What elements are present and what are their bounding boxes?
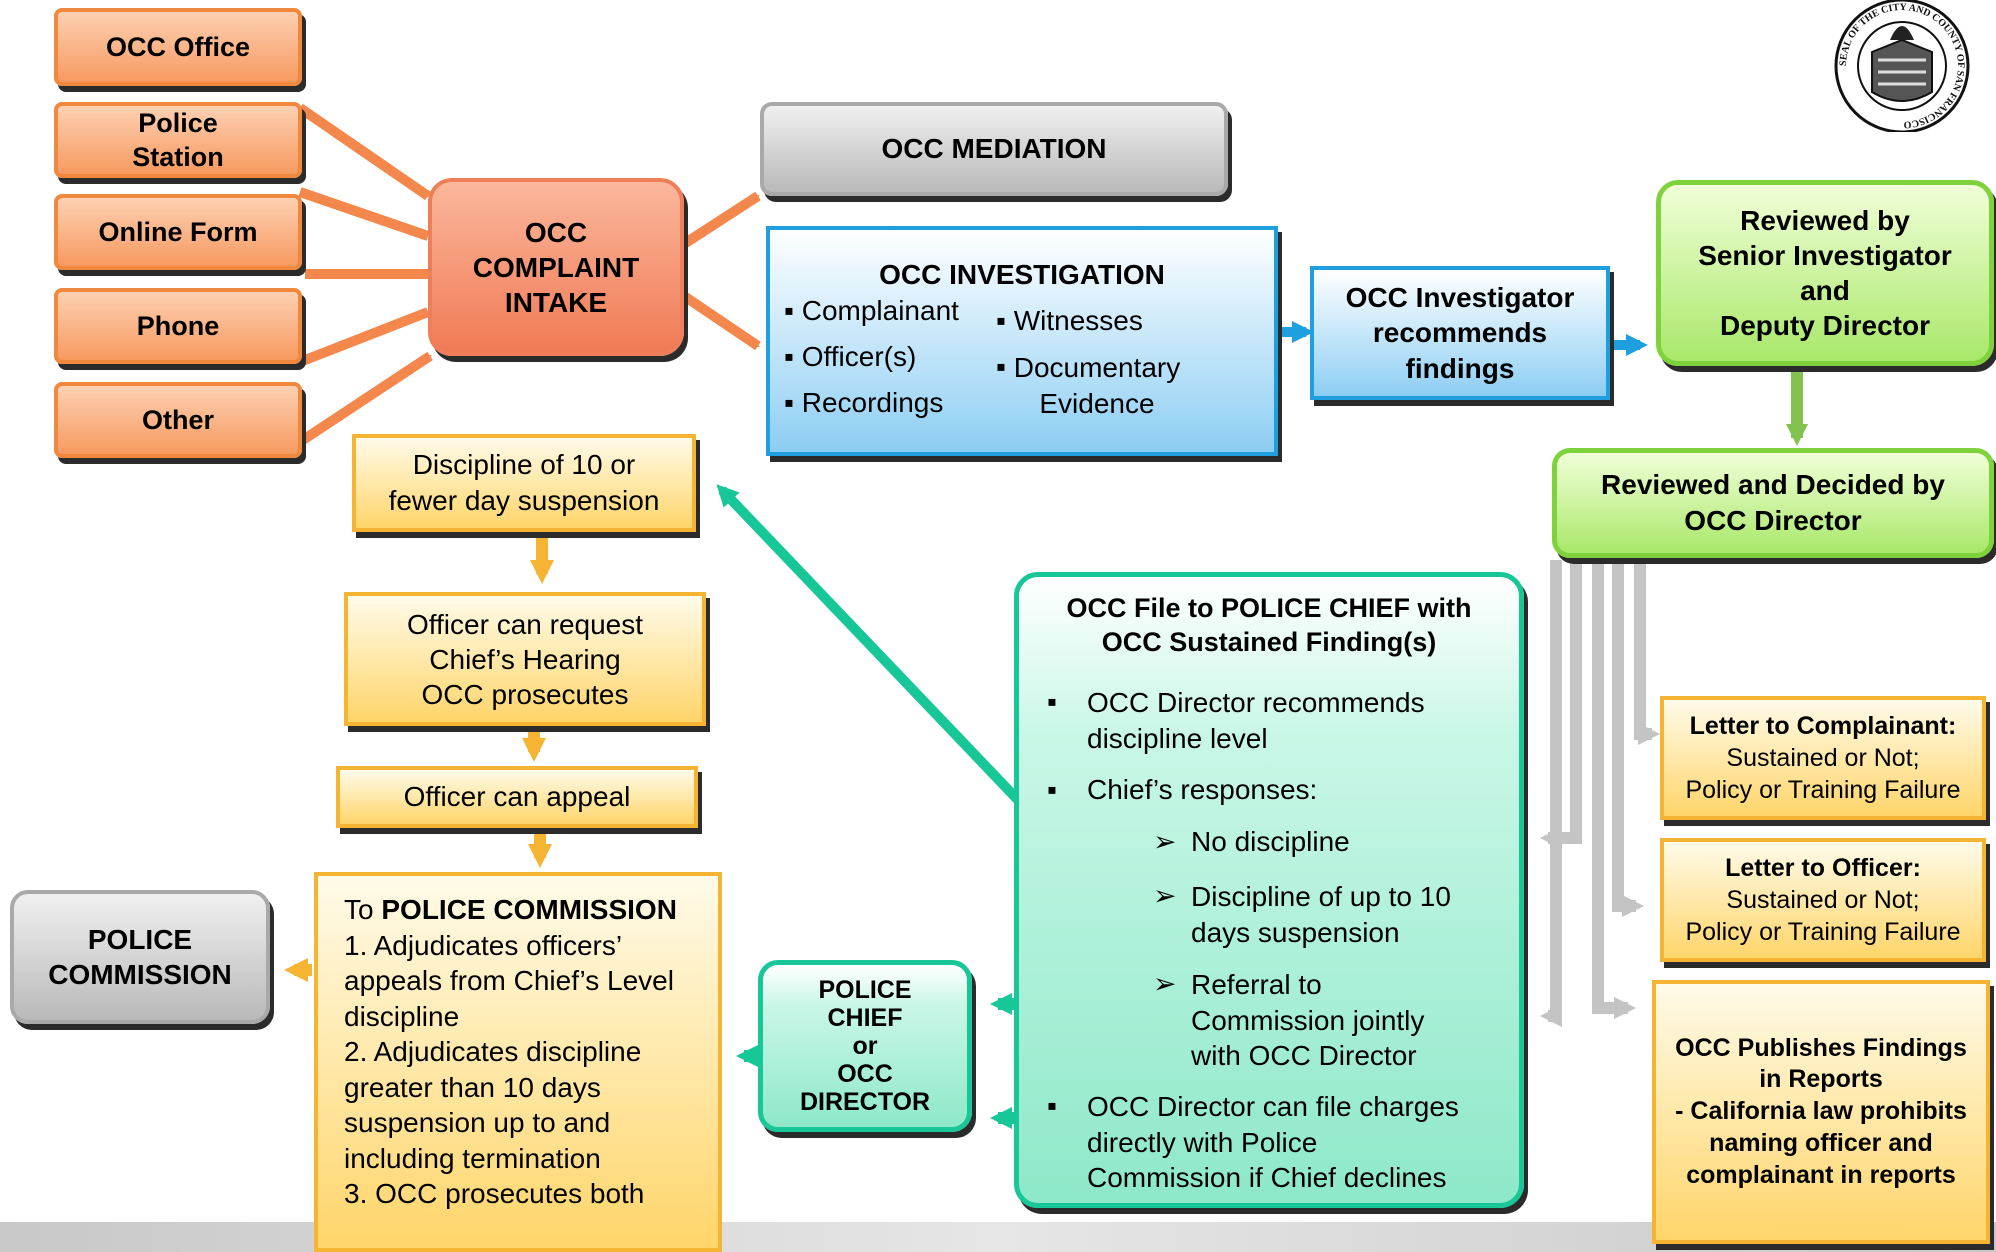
occ-investigation: OCC INVESTIGATION ▪ Complainant ▪ Office… — [766, 226, 1278, 456]
investigator-recommends: OCC Investigator recommends findings — [1310, 266, 1610, 400]
complaint-intake-label: OCC COMPLAINT INTAKE — [472, 216, 640, 318]
arrow-director-to-chief-file-lower — [1540, 560, 1562, 1027]
chief-file-sub-referral: ➢Referral to Commission jointly with OCC… — [1153, 968, 1425, 1072]
publishes-findings-label: OCC Publishes Findings in Reports - Cali… — [1675, 1033, 1967, 1189]
arrow-online-form-to-intake — [298, 187, 430, 241]
chief-file-bullet-responses: ▪Chief’s responses: — [1047, 774, 1318, 805]
investigation-item-complainant: ▪ Complainant — [784, 295, 959, 326]
source-occ-office-label: OCC Office — [105, 31, 251, 62]
occ-mediation-label: OCC MEDIATION — [881, 133, 1107, 165]
chief-file-title: OCC File to POLICE CHIEF with OCC Sustai… — [1066, 593, 1472, 658]
arrow-chief-file-to-discipline — [716, 484, 1022, 804]
investigation-item-documentary: ▪ Documentary Evidence — [996, 351, 1181, 419]
chiefs-hearing-label: Officer can request Chief’s Hearing OCC … — [406, 608, 644, 710]
chief-or-director: POLICE CHIEF or OCC DIRECTOR — [758, 960, 972, 1132]
investigation-item-witnesses: ▪ Witnesses — [996, 305, 1143, 336]
complaint-intake: OCC COMPLAINT INTAKE — [428, 178, 684, 356]
arrow-intake-to-mediation — [681, 191, 761, 249]
source-phone: Phone — [54, 288, 302, 364]
chief-file-bullet-charges: ▪OCC Director can file charges directly … — [1047, 1090, 1459, 1194]
officer-appeal-label: Officer can appeal — [403, 781, 631, 813]
police-commission: POLICE COMMISSION — [10, 890, 270, 1024]
senior-review-label: Reviewed by Senior Investigator and Depu… — [1698, 205, 1952, 341]
arrow-other-to-intake — [297, 351, 433, 447]
source-occ-office: OCC Office — [54, 8, 302, 86]
chief-or-director-label: POLICE CHIEF or OCC DIRECTOR — [799, 976, 931, 1116]
senior-review: Reviewed by Senior Investigator and Depu… — [1656, 180, 1994, 366]
letter-to-complainant-title: Letter to Complainant: — [1689, 712, 1957, 740]
investigation-item-officers: ▪ Officer(s) — [784, 341, 917, 372]
source-police-station: Police Station — [54, 102, 302, 178]
arrow-director-to-publishes — [1592, 560, 1636, 1019]
publishes-findings: OCC Publishes Findings in Reports - Cali… — [1652, 980, 1990, 1244]
occ-mediation: OCC MEDIATION — [760, 102, 1228, 196]
source-online-form-label: Online Form — [98, 216, 258, 247]
director-review-label: Reviewed and Decided by OCC Director — [1601, 469, 1945, 536]
chiefs-hearing: Officer can request Chief’s Hearing OCC … — [344, 592, 706, 726]
letter-to-officer-title: Letter to Officer: — [1725, 854, 1921, 882]
letter-to-complainant: Letter to Complainant: Sustained or Not;… — [1660, 696, 1986, 820]
letter-to-officer: Letter to Officer: Sustained or Not; Pol… — [1660, 838, 1986, 962]
letter-to-officer-body: Sustained or Not; Policy or Training Fai… — [1685, 886, 1961, 946]
source-online-form: Online Form — [54, 194, 302, 270]
director-review: Reviewed and Decided by OCC Director — [1552, 448, 1994, 558]
discipline-10-days-label: Discipline of 10 or fewer day suspension — [388, 449, 660, 516]
arrow-director-to-letter-officer — [1612, 560, 1644, 917]
source-other-label: Other — [141, 404, 214, 435]
chief-file-sub-no-discipline: ➢No discipline — [1153, 826, 1350, 857]
commission-details-lines: 1. Adjudicates officers’ appeals from Ch… — [344, 929, 674, 1210]
arrow-intake-to-investigation — [681, 291, 761, 351]
investigator-recommends-label: OCC Investigator recommends findings — [1345, 281, 1575, 384]
chief-file-bullet-recommends: ▪OCC Director recommends discipline leve… — [1047, 686, 1425, 754]
chief-file-sub-discipline: ➢Discipline of up to 10 days suspension — [1153, 880, 1451, 948]
investigation-title: OCC INVESTIGATION — [879, 259, 1165, 290]
arrow-police-station-to-intake — [297, 103, 431, 201]
commission-details-heading: To POLICE COMMISSION — [344, 894, 677, 925]
source-other: Other — [54, 382, 302, 458]
arrow-director-to-letter-complainant — [1634, 560, 1660, 745]
chief-file: OCC File to POLICE CHIEF with OCC Sustai… — [1014, 572, 1524, 1208]
investigation-item-recordings: ▪ Recordings — [784, 387, 944, 418]
arrow-phone-to-intake — [298, 307, 430, 367]
source-phone-label: Phone — [136, 310, 220, 341]
letter-to-complainant-body: Sustained or Not; Policy or Training Fai… — [1685, 744, 1961, 804]
commission-details: To POLICE COMMISSION 1. Adjudicates offi… — [314, 872, 722, 1252]
city-seal-logo: SEAL OF THE CITY AND COUNTY OF SAN FRANC… — [1834, 0, 1970, 132]
source-police-station-label: Police Station — [132, 107, 224, 172]
police-commission-label: POLICE COMMISSION — [48, 924, 232, 990]
officer-appeal: Officer can appeal — [336, 766, 698, 828]
discipline-10-days: Discipline of 10 or fewer day suspension — [352, 434, 696, 532]
